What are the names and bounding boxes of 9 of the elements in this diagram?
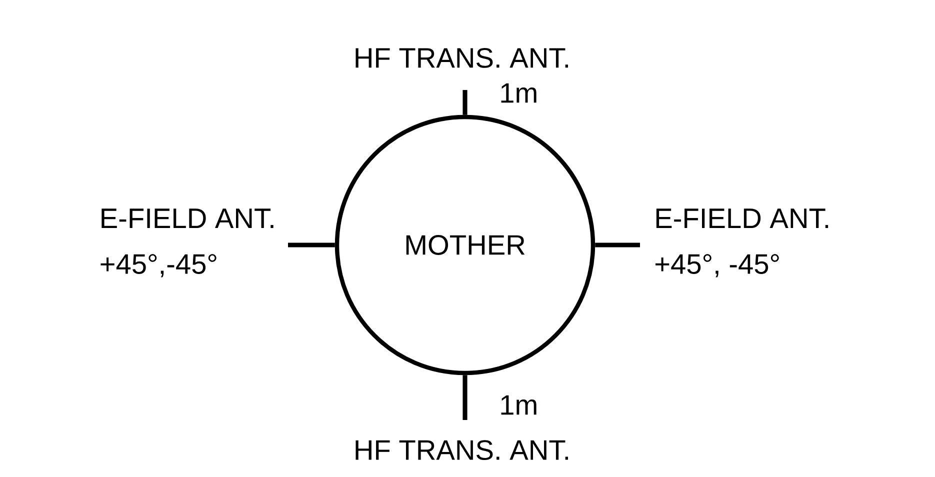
antenna-stub bbox=[462, 90, 468, 115]
circle-node: MOTHER bbox=[334, 114, 596, 376]
antenna-stub bbox=[462, 375, 468, 420]
antenna-label: E-FIELD ANT. +45°,-45° bbox=[100, 208, 274, 278]
antenna-stub bbox=[288, 242, 335, 248]
antenna-label: HF TRANS. ANT. bbox=[356, 440, 568, 460]
antenna-label: HF TRANS. ANT. bbox=[356, 48, 568, 68]
antenna-stub bbox=[595, 242, 640, 248]
antenna-label: E-FIELD ANT. +45°, -45° bbox=[656, 208, 828, 278]
